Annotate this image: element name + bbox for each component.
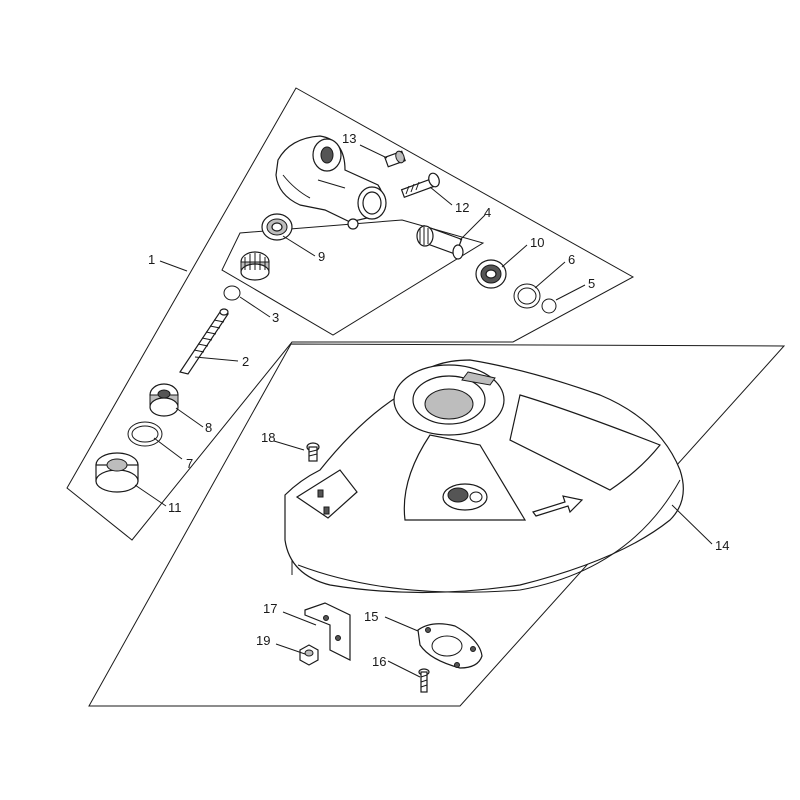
gear-housing (275, 135, 387, 230)
callout-1: 1 (148, 252, 155, 267)
bracket-17 (304, 602, 351, 661)
drive-shaft-2 (179, 308, 229, 375)
callout-2: 2 (242, 354, 249, 369)
callout-10: 10 (530, 235, 544, 250)
callout-5: 5 (588, 276, 595, 291)
callout-6: 6 (568, 252, 575, 267)
nut-19 (299, 644, 319, 666)
cutter-guard-14 (284, 359, 684, 594)
callout-18: 18 (261, 430, 275, 445)
bolt-12 (400, 172, 440, 199)
callout-9: 9 (318, 249, 325, 264)
leader-lines (134, 144, 713, 678)
callout-14: 14 (715, 538, 729, 553)
callout-labels: 1 2 3 4 5 6 7 8 9 10 11 12 13 14 15 16 1… (148, 131, 729, 669)
screw-16 (418, 668, 430, 693)
screw-13 (384, 150, 406, 168)
callout-19: 19 (256, 633, 270, 648)
bearing-8 (149, 383, 179, 417)
ring-3 (223, 285, 241, 301)
callout-13: 13 (342, 131, 356, 146)
callout-3: 3 (272, 310, 279, 325)
callout-11: 11 (168, 500, 182, 515)
gearbox-group-frame (66, 87, 635, 541)
guard-group-frame (88, 343, 786, 707)
screw-18 (306, 442, 320, 462)
callout-15: 15 (364, 609, 378, 624)
plate-15 (417, 623, 483, 669)
bearing-9 (261, 213, 293, 241)
callout-4: 4 (484, 205, 491, 220)
cap-11 (95, 452, 139, 493)
bevel-gear (240, 251, 270, 281)
pinion-shaft-4 (416, 224, 464, 260)
callout-17: 17 (263, 601, 277, 616)
callout-12: 12 (455, 200, 469, 215)
circlip-7 (127, 421, 163, 447)
callout-16: 16 (372, 654, 386, 669)
circlip-6 (513, 283, 541, 309)
snap-ring-5 (541, 298, 557, 314)
callout-8: 8 (205, 420, 212, 435)
bearing-10 (475, 259, 507, 289)
callout-7: 7 (186, 456, 193, 471)
